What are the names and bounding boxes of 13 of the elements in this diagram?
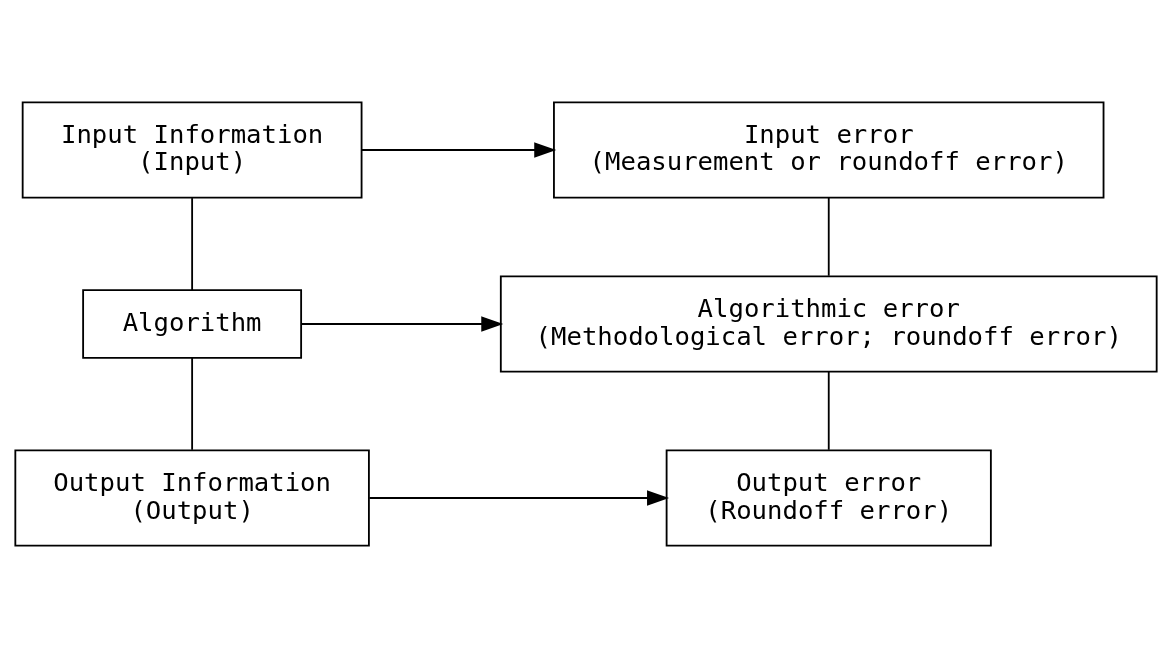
connector — [827, 196, 830, 277]
connector — [191, 356, 194, 451]
connector — [827, 370, 830, 451]
node-box: Input Information (Input) — [21, 100, 363, 198]
node-box: Algorithm — [82, 288, 303, 359]
node-box: Algorithmic error (Methodological error; roundoff error) — [499, 274, 1158, 373]
arrow — [300, 315, 504, 332]
arrow — [368, 489, 670, 506]
node-box: Output Information (Output) — [14, 449, 370, 547]
arrow — [361, 141, 557, 158]
node-box: Output error (Roundoff error) — [665, 449, 992, 547]
connector — [191, 196, 194, 291]
node-box: Input error (Measurement or roundoff error) — [553, 100, 1105, 198]
